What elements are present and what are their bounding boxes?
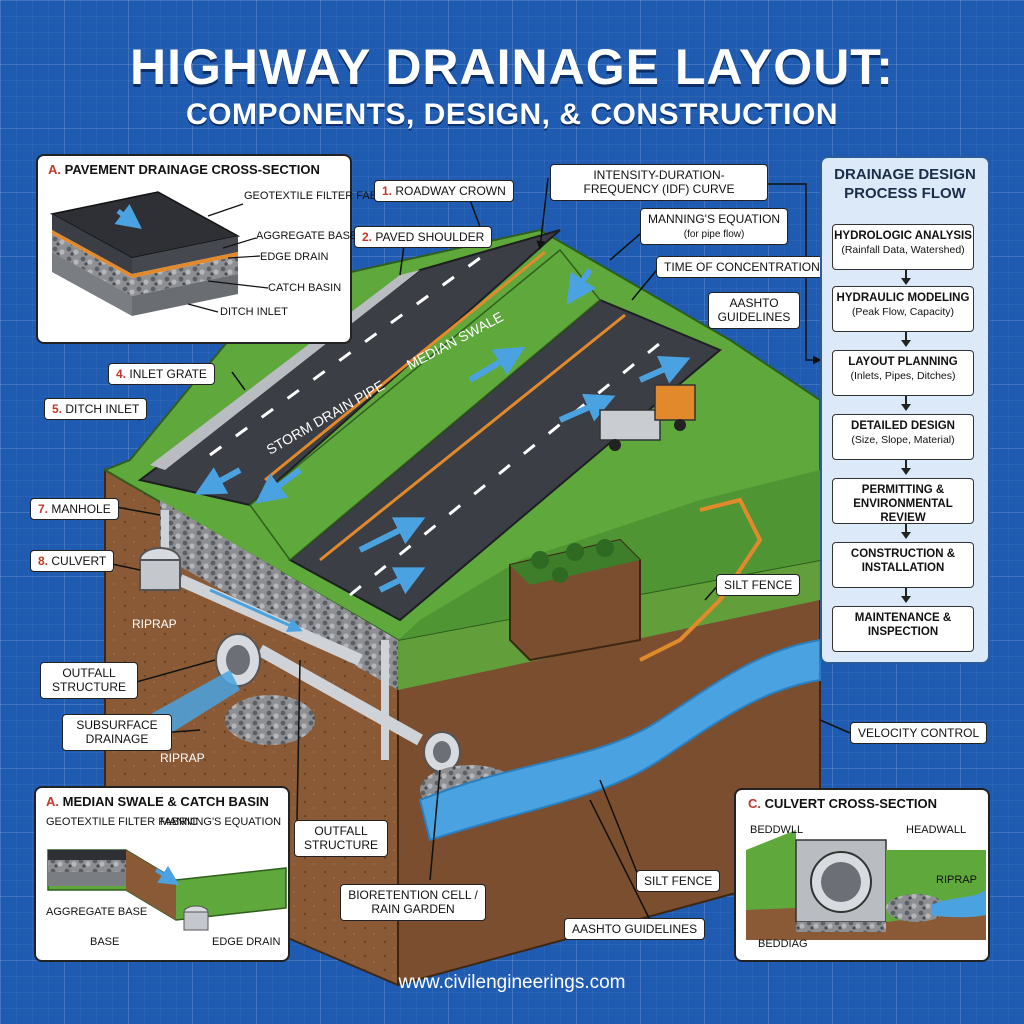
culvert-illustration [746, 830, 986, 940]
panel-c-label-headwall: HEADWALL [906, 824, 967, 836]
panel-c-title-text: CULVERT CROSS-SECTION [764, 796, 938, 811]
silt-fence-line [639, 497, 763, 662]
website-footer: www.civilengineerings.com [398, 972, 626, 993]
panel-median-label-geotextile: GEOTEXTILE FILTER FABRIC [46, 816, 198, 828]
panel-a-label-edge-drain: EDGE DRAIN [260, 251, 329, 263]
flow-step-hydraulic: HYDRAULIC MODELING(Peak Flow, Capacity) [832, 286, 974, 332]
median-swale-illustration [47, 849, 287, 931]
panel-a-title-text: PAVEMENT DRAINAGE CROSS-SECTION [64, 162, 320, 177]
panel-c-label-beddwll: BEDDWLL [750, 824, 804, 836]
stream [418, 638, 821, 842]
callout-inlet-grate: 4. INLET GRATE [108, 363, 215, 386]
callout-silt-fence-lower: SILT FENCE [636, 870, 721, 893]
panel-median-label-base: BASE [90, 936, 120, 948]
panel-c-label-beddiag: BEDDIAG [758, 938, 808, 950]
callout-outfall-structure-bottom: OUTFALL STRUCTURE [294, 820, 388, 857]
process-flow-panel: DRAINAGE DESIGN PROCESS FLOW HYDROLOGIC … [820, 156, 990, 664]
callout-paved-shoulder: 2. PAVED SHOULDER [354, 226, 493, 249]
panel-median-label-aggregate-base: AGGREGATE BASE [46, 906, 148, 918]
panel-a-label-ditch-inlet: DITCH INLET [220, 306, 288, 318]
callout-velocity-control: VELOCITY CONTROL [850, 722, 988, 745]
callout-outfall-structure-left: OUTFALL STRUCTURE [40, 662, 138, 699]
flow-step-layout: LAYOUT PLANNING(Inlets, Pipes, Ditches) [832, 350, 974, 396]
bioretention-cell [509, 538, 641, 662]
callout-silt-fence-upper: SILT FENCE [716, 574, 801, 597]
callout-subsurface-drainage: SUBSURFACE DRAINAGE [62, 714, 172, 751]
label-riprap-lower: RIPRAP [160, 751, 205, 765]
highway-road [137, 229, 722, 622]
callout-roadway-crown: 1. ROADWAY CROWN [374, 180, 514, 203]
callout-manhole: 7. MANHOLE [30, 498, 119, 521]
flow-step-detailed-design: DETAILED DESIGN(Size, Slope, Material) [832, 414, 974, 460]
panel-median-title: A. MEDIAN SWALE & CATCH BASIN [46, 794, 269, 809]
callout-culvert: 8. CULVERT [30, 550, 115, 573]
panel-a-letter: A. [48, 162, 61, 177]
aggregate-layer [160, 500, 398, 690]
flow-step-construction: CONSTRUCTION & INSTALLATION [832, 542, 974, 588]
panel-pavement-cross-section: A. PAVEMENT DRAINAGE CROSS-SECTION GEOTE… [36, 154, 396, 344]
main-subtitle: COMPONENTS, DESIGN, & CONSTRUCTION [185, 98, 839, 131]
callout-time-of-concentration: TIME OF CONCENTRATION [656, 256, 828, 279]
pavement-layers-illustration [49, 191, 269, 316]
panel-c-letter: C. [748, 796, 761, 811]
callout-ditch-inlet: 5. DITCH INLET [44, 398, 148, 421]
panel-median-label-mannings: MANNING'S EQUATION [160, 816, 282, 828]
panel-median-letter: A. [46, 794, 59, 809]
process-flow-title: DRAINAGE DESIGN PROCESS FLOW [834, 166, 976, 202]
flow-step-hydrologic: HYDROLOGIC ANALYSIS(Rainfall Data, Water… [832, 224, 974, 270]
panel-c-label-riprap: RIPRAP [936, 874, 977, 886]
callout-aashto-guidelines-bottom: AASHTO GUIDELINES [564, 918, 706, 941]
callout-idf-curve: INTENSITY-DURATION-FREQUENCY (IDF) CURVE [550, 164, 768, 201]
panel-a-label-geotextile: GEOTEXTILE FILTER FABRIC [244, 190, 396, 202]
panel-a-title: A. PAVEMENT DRAINAGE CROSS-SECTION [48, 162, 320, 177]
panel-a-label-aggregate-base: AGGREGATE BASE [256, 230, 358, 242]
callout-bioretention-cell: BIORETENTION CELL / RAIN GARDEN [340, 884, 486, 921]
callout-mannings-equation: MANNING'S EQUATION(for pipe flow) [640, 208, 789, 246]
panel-culvert-cross-section: C. CULVERT CROSS-SECTION BEDDWLL HEADWAL… [734, 788, 990, 962]
label-riprap-upper: RIPRAP [132, 617, 177, 631]
panel-c-title: C. CULVERT CROSS-SECTION [748, 796, 937, 811]
construction-truck [599, 384, 696, 451]
panel-median-title-text: MEDIAN SWALE & CATCH BASIN [62, 794, 269, 809]
main-title: HIGHWAY DRAINAGE LAYOUT: [130, 39, 894, 95]
flow-step-permitting: PERMITTING & ENVIRONMENTAL REVIEW [832, 478, 974, 524]
callout-aashto-guidelines-top: AASHTO GUIDELINES [708, 292, 800, 329]
flow-step-maintenance: MAINTENANCE & INSPECTION [832, 606, 974, 652]
panel-median-label-edge-drain: EDGE DRAIN [212, 936, 281, 948]
culvert-structures [139, 547, 461, 773]
panel-a-label-catch-basin: CATCH BASIN [268, 282, 342, 294]
panel-median-swale-catch-basin: A. MEDIAN SWALE & CATCH BASIN GEOTEXTILE… [34, 786, 290, 962]
